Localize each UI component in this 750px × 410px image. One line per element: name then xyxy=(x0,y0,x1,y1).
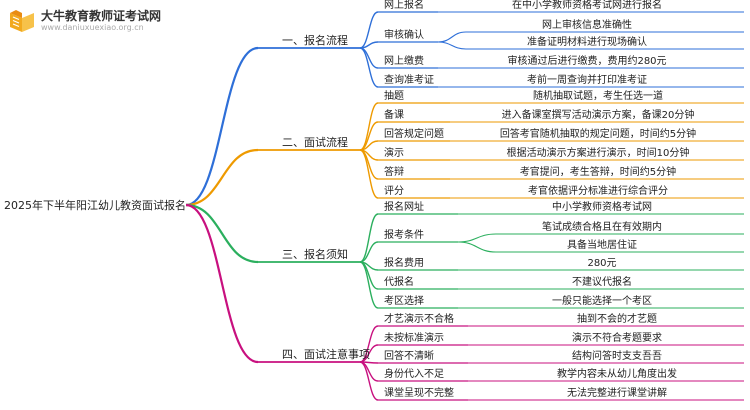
detail-label: 随机抽取试题，考生任选一道 xyxy=(533,89,663,102)
subtopic-label: 抽题 xyxy=(384,89,404,102)
detail-label: 准备证明材料进行现场确认 xyxy=(527,35,647,48)
branch-connector xyxy=(185,46,259,207)
detail-connector xyxy=(437,31,467,43)
detail-label: 在中小学教师资格考试网进行报名 xyxy=(512,0,662,11)
detail-label: 280元 xyxy=(587,258,616,269)
subtopic-label: 报名费用 xyxy=(384,256,424,269)
subtopic-label: 演示 xyxy=(384,146,404,159)
detail-label: 网上审核信息准确性 xyxy=(542,18,632,31)
item-connector xyxy=(359,361,379,401)
detail-label: 具备当地居住证 xyxy=(567,238,637,251)
branch-topic: 一、报名流程 xyxy=(282,33,348,47)
detail-connector xyxy=(457,233,497,243)
subtopic-label: 身份代入不足 xyxy=(384,367,444,380)
detail-label: 进入备课室撰写活动演示方案，备课20分钟 xyxy=(502,108,695,121)
detail-connector xyxy=(457,241,497,253)
detail-label: 笔试成绩合格且在有效期内 xyxy=(542,220,662,233)
item-connector xyxy=(359,149,379,199)
detail-label: 中小学教师资格考试网 xyxy=(552,200,652,213)
detail-label: 一般只能选择一个考区 xyxy=(552,294,652,307)
book-icon xyxy=(10,10,34,32)
subtopic-label: 未按标准演示 xyxy=(384,331,444,344)
label-layer: 2025年下半年阳江幼儿教资面试报名 一、报名流程 网上报名 在中小学教师资格考试网进… xyxy=(4,0,696,399)
detail-label: 教学内容未从幼儿角度出发 xyxy=(557,367,677,380)
brand-name: 大牛教育教师证考试网 xyxy=(41,9,162,23)
item-connector xyxy=(359,102,379,151)
item-connector xyxy=(359,47,379,88)
subtopic-label: 报考条件 xyxy=(384,228,424,241)
detail-label: 抽到不会的才艺题 xyxy=(577,312,657,325)
branch-topic: 四、面试注意事项 xyxy=(282,347,370,361)
detail-label: 审核通过后进行缴费，费用约280元 xyxy=(507,54,666,67)
detail-label: 结构问答时支支吾吾 xyxy=(572,349,662,362)
subtopic-label: 审核确认 xyxy=(384,28,424,41)
brand-logo: 大牛教育教师证考试网 www.daniuxuexiao.org.cn xyxy=(8,8,161,34)
subtopic-label: 回答规定问题 xyxy=(384,127,444,140)
brand-url: www.daniuxuexiao.org.cn xyxy=(41,23,144,32)
subtopic-label: 备课 xyxy=(384,108,404,121)
subtopic-label: 网上报名 xyxy=(384,0,424,11)
item-connector xyxy=(359,261,379,309)
subtopic-label: 评分 xyxy=(384,185,404,197)
subtopic-label: 才艺演示不合格 xyxy=(384,312,454,325)
detail-label: 考官提问，考生答辩，时间约5分钟 xyxy=(520,165,676,178)
root-topic: 2025年下半年阳江幼儿教资面试报名 xyxy=(4,198,186,212)
subtopic-label: 查询准考证 xyxy=(384,73,434,86)
connector-layer xyxy=(185,11,744,401)
subtopic-label: 代报名 xyxy=(384,275,414,288)
branch-connector xyxy=(185,148,259,207)
subtopic-label: 回答不清晰 xyxy=(384,349,434,362)
branch-topic: 二、面试流程 xyxy=(282,135,348,149)
detail-label: 考前一周查询并打印准考证 xyxy=(527,73,647,86)
detail-label: 无法完整进行课堂讲解 xyxy=(567,386,667,399)
detail-label: 根据活动演示方案进行演示，时间10分钟 xyxy=(507,146,690,159)
branch-topic: 三、报名须知 xyxy=(282,247,348,261)
detail-label: 演示不符合考题要求 xyxy=(572,331,662,344)
subtopic-label: 报名网址 xyxy=(384,200,424,213)
item-connector xyxy=(359,11,379,49)
detail-label: 回答考官随机抽取的规定问题，时间约5分钟 xyxy=(500,127,696,140)
branch-connector xyxy=(185,203,259,264)
item-connector xyxy=(359,241,379,263)
subtopic-label: 网上缴费 xyxy=(384,54,424,67)
detail-label: 不建议代报名 xyxy=(572,275,632,288)
item-connector xyxy=(359,41,379,49)
subtopic-label: 考区选择 xyxy=(384,294,424,307)
subtopic-label: 答辩 xyxy=(384,165,404,178)
item-connector xyxy=(359,213,379,263)
detail-label: 考官依据评分标准进行综合评分 xyxy=(528,184,668,197)
subtopic-label: 课堂呈现不完整 xyxy=(384,386,454,399)
branch-connector xyxy=(185,203,259,364)
detail-connector xyxy=(437,41,467,50)
